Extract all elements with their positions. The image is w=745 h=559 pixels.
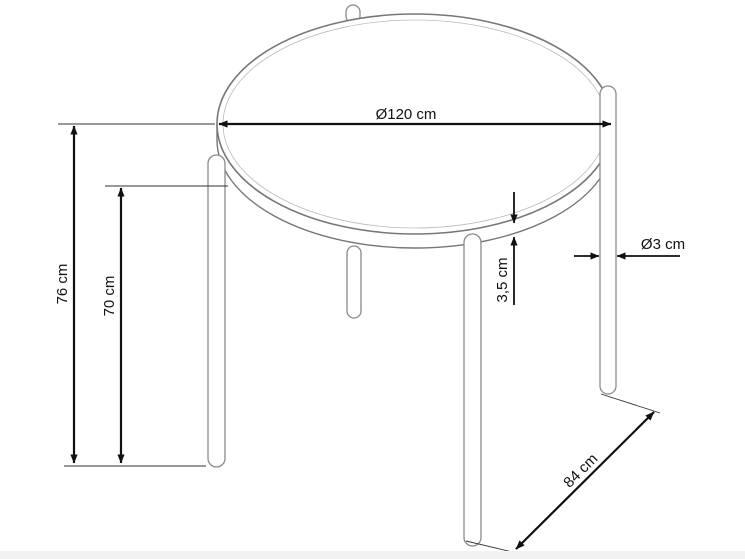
leg-height-label: 70 cm [101,276,118,317]
thickness-label: 3,5 cm [494,257,511,302]
left-leg [207,154,226,468]
right-leg [599,85,617,395]
front-leg [463,233,482,547]
leg-spacing-dimension-line [515,411,655,550]
leg-diameter-label: Ø3 cm [641,236,685,253]
table-top [216,13,614,249]
diameter-label: Ø120 cm [376,106,437,123]
bottom-strip [0,551,745,559]
total-height-label: 76 cm [54,264,71,305]
extension-lines [58,123,661,556]
middle-leg [346,245,362,319]
